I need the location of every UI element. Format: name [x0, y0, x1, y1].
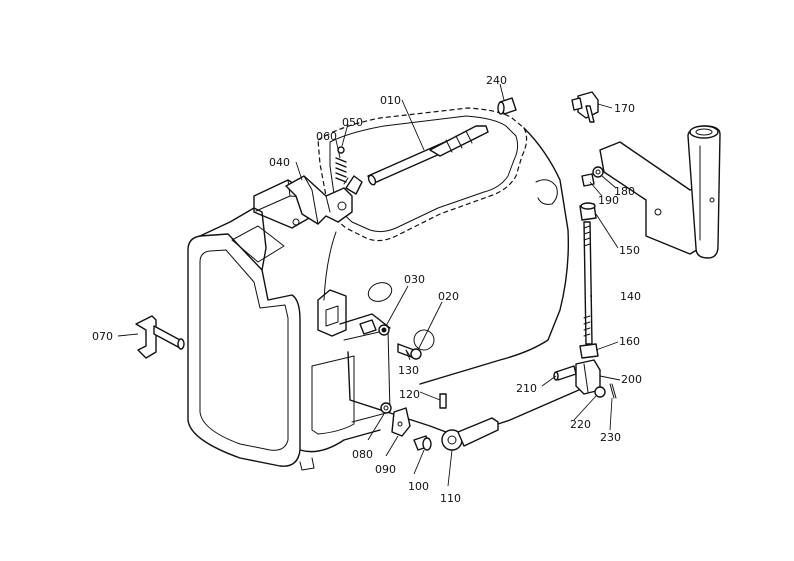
upper-joint	[571, 91, 599, 123]
label-090: 090	[375, 463, 396, 476]
label-070: 070	[92, 330, 113, 343]
label-230: 230	[600, 431, 621, 444]
shift-fork	[285, 175, 363, 225]
label-110: 110	[440, 492, 461, 505]
label-040: 040	[269, 156, 290, 169]
label-150: 150	[619, 244, 640, 257]
small-pins	[405, 349, 447, 409]
leader-lines	[117, 83, 621, 487]
label-160: 160	[619, 335, 640, 348]
label-210: 210	[516, 382, 537, 395]
mounting-bracket	[599, 125, 721, 259]
adjusting-rod	[579, 202, 599, 359]
label-130: 130	[398, 364, 419, 377]
label-180: 180	[614, 185, 635, 198]
shift-rod	[367, 125, 489, 186]
detent-ball-and-spring	[335, 146, 347, 183]
label-170: 170	[614, 102, 635, 115]
label-080: 080	[352, 448, 373, 461]
label-120: 120	[399, 388, 420, 401]
label-200: 200	[621, 373, 642, 386]
label-190: 190	[598, 194, 619, 207]
plug	[497, 97, 517, 115]
label-010: 010	[380, 94, 401, 107]
label-240: 240	[486, 74, 507, 87]
lower-linkage	[380, 385, 589, 451]
label-220: 220	[570, 418, 591, 431]
part-labels: 010 020 030 040 050 060 070 080 090 100 …	[92, 74, 642, 505]
label-060: 060	[316, 130, 337, 143]
lower-clevis	[553, 359, 617, 399]
label-030: 030	[404, 273, 425, 286]
label-020: 020	[438, 290, 459, 303]
transmission-housing	[187, 107, 569, 471]
collar-and-bolt	[359, 319, 422, 360]
label-050: 050	[342, 116, 363, 129]
label-140: 140	[620, 290, 641, 303]
nut-and-washer	[581, 166, 604, 187]
pin-lever	[135, 315, 185, 359]
label-100: 100	[408, 480, 429, 493]
